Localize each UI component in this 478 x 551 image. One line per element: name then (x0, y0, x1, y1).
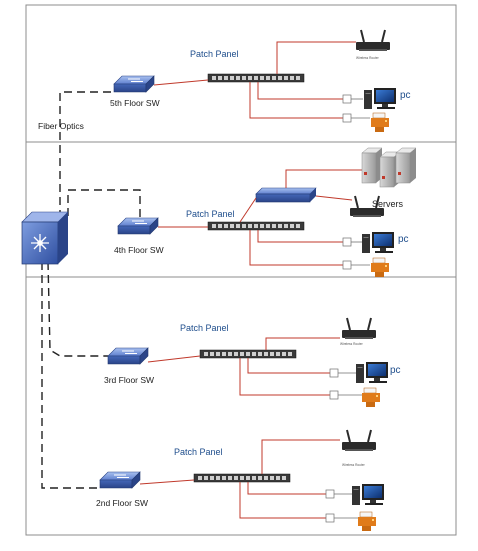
router-icon (341, 317, 377, 340)
pc-icon (352, 484, 384, 505)
router-icon (355, 29, 391, 52)
floor-5-panel (25, 4, 457, 143)
jack-icon (329, 368, 339, 378)
router-caption: Wireless Router (342, 463, 366, 467)
floors-3-2-panel (25, 276, 457, 536)
floor-switch-icon (99, 471, 141, 489)
patch-panel-icon (207, 221, 305, 231)
server-icon (361, 147, 383, 184)
pc-label: pc (400, 90, 411, 101)
floor-switch-icon (113, 75, 155, 93)
floor-2-switch-label: 2nd Floor SW (96, 498, 148, 508)
floor-4-cables (158, 169, 362, 266)
patch-panel-label: Patch Panel (174, 447, 223, 457)
floor-switch-icon (117, 217, 159, 235)
core-switch-icon (21, 211, 69, 265)
floor-2-cables (139, 439, 340, 519)
server-switch-icon (255, 187, 317, 203)
floor-4-group (117, 147, 417, 278)
jack-icon (325, 513, 335, 523)
fiber-optics-label: Fiber Optics (38, 121, 84, 131)
printer-icon (361, 387, 381, 408)
server-icon (395, 147, 417, 184)
floor-3-switch-label: 3rd Floor SW (104, 375, 154, 385)
printer-icon (370, 257, 390, 278)
jack-icon (342, 94, 352, 104)
pc-label: pc (398, 234, 409, 245)
floor-4-switch-label: 4th Floor SW (114, 245, 164, 255)
patch-panel-label: Patch Panel (186, 209, 235, 219)
floor-5-cables (153, 41, 356, 119)
patch-panel-label: Patch Panel (180, 323, 229, 333)
printer-icon (370, 112, 390, 133)
patch-panel-icon (207, 73, 305, 83)
jack-icon (325, 489, 335, 499)
floor-3-group (107, 317, 388, 408)
floor-2-group (99, 429, 384, 532)
fiber-optic-links (41, 91, 141, 489)
patch-panel-label: Patch Panel (190, 49, 239, 59)
patch-panel-icon (199, 349, 297, 359)
jack-icon (342, 237, 352, 247)
floor-switch-icon (107, 347, 149, 365)
patch-panel-icon (193, 473, 291, 483)
jack-icon (342, 113, 352, 123)
jack-icon (329, 390, 339, 400)
router-caption: Wireless Router (356, 56, 380, 60)
router-icon (341, 429, 377, 452)
floor-3-cables (147, 337, 340, 396)
servers-label: Servers (372, 199, 404, 209)
pc-icon (356, 362, 388, 383)
router-caption: Wireless Router (340, 342, 364, 346)
pc-icon (362, 232, 394, 253)
pc-icon (364, 88, 396, 109)
printer-icon (357, 511, 377, 532)
floor-5-group (113, 29, 396, 133)
floor-5-switch-label: 5th Floor SW (110, 98, 160, 108)
pc-label: pc (390, 365, 401, 376)
jack-icon (342, 260, 352, 270)
